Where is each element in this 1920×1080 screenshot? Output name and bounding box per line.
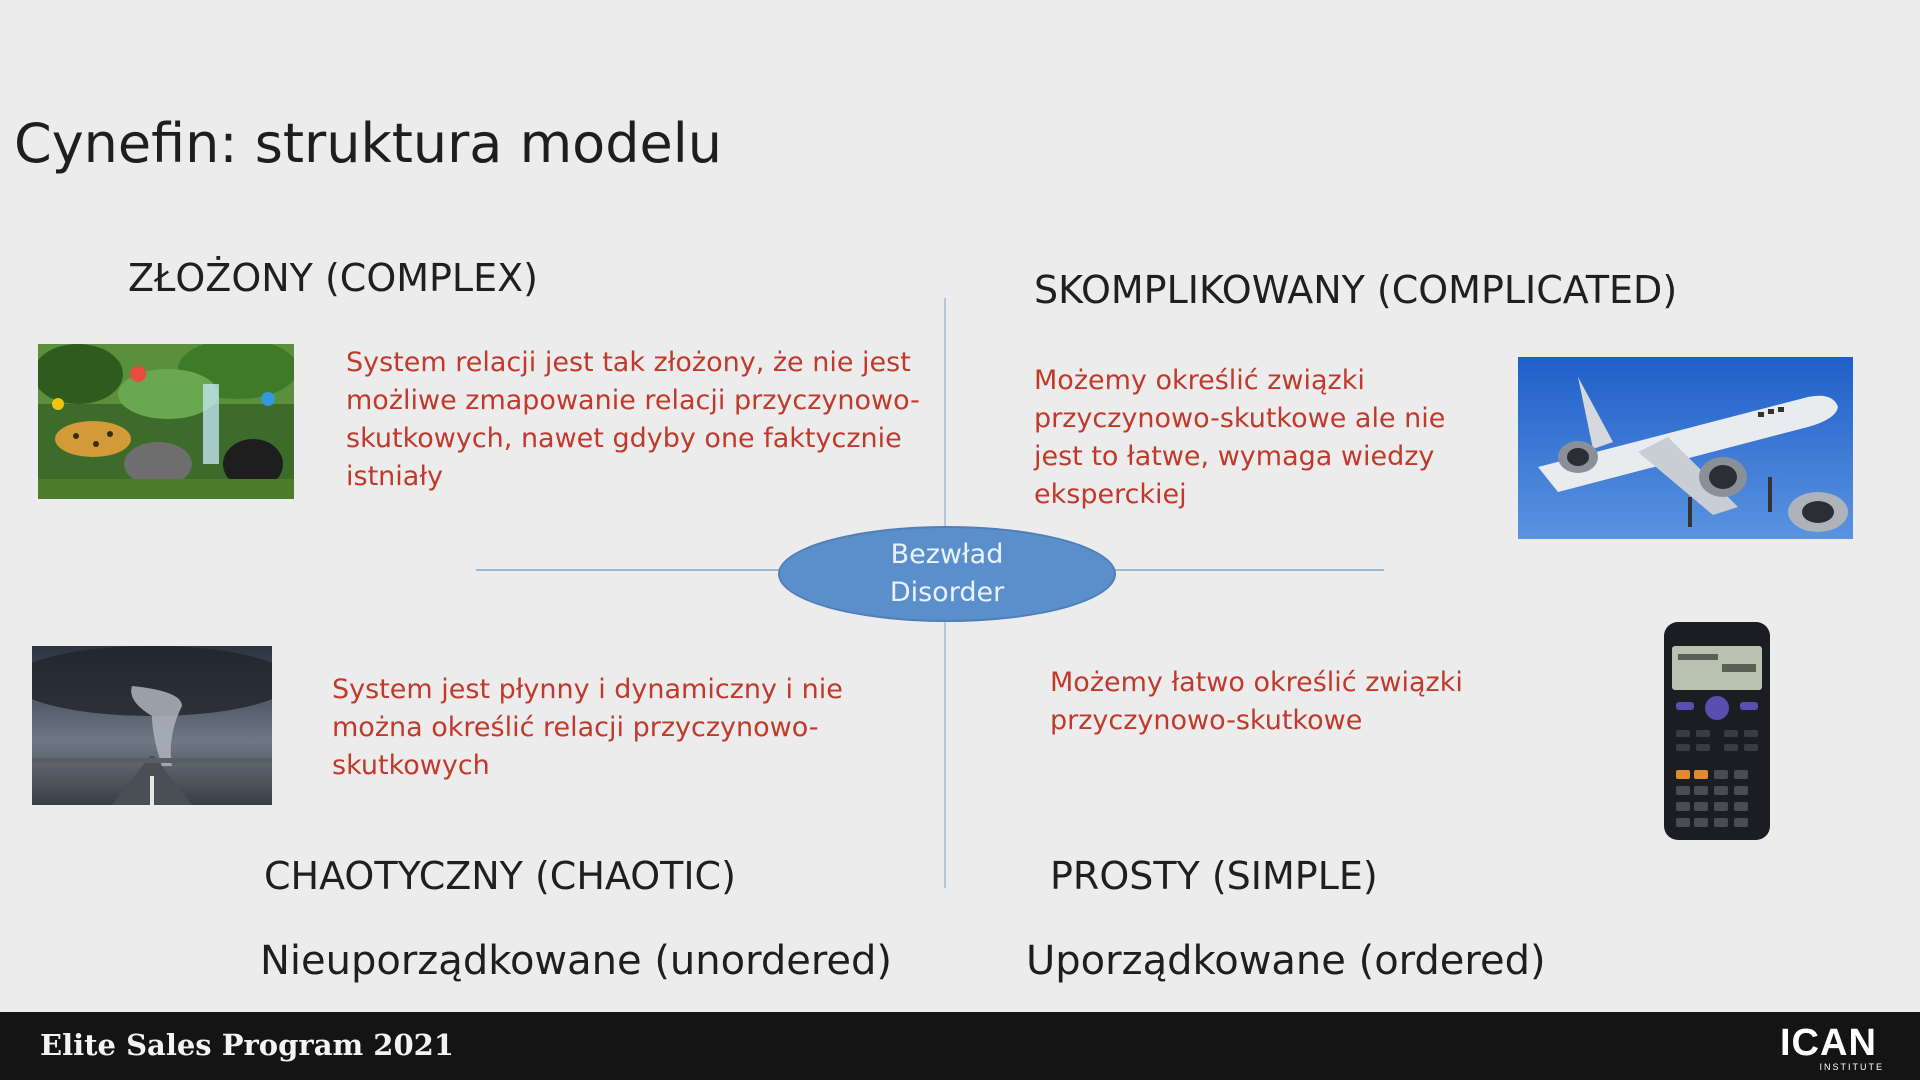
ordered-label: Uporządkowane (ordered): [1026, 938, 1546, 984]
jungle-animals-illustration: [38, 344, 294, 499]
complicated-line: Możemy określić związki: [1034, 365, 1365, 396]
logo-subtext: INSTITUTE: [1819, 1062, 1884, 1072]
complex-line: System relacji jest tak złożony, że nie …: [346, 347, 911, 378]
complicated-line: jest to łatwe, wymaga wiedzy: [1034, 441, 1435, 472]
simple-line: przyczynowo-skutkowe: [1050, 705, 1363, 736]
slide-title: Cynefin: struktura modelu: [14, 112, 722, 175]
horizontal-axis-right: [1110, 569, 1384, 571]
airplane-photo: [1518, 357, 1853, 539]
simple-heading: PROSTY (SIMPLE): [1050, 854, 1378, 898]
complicated-description: Możemy określić związki przyczynowo-skut…: [1034, 362, 1514, 514]
unordered-label: Nieuporządkowane (unordered): [260, 938, 893, 984]
chaotic-line: można określić relacji przyczynowo-: [332, 712, 819, 743]
disorder-ellipse: Bezwład Disorder: [778, 526, 1116, 622]
complicated-heading: SKOMPLIKOWANY (COMPLICATED): [1034, 268, 1678, 312]
complex-description: System relacji jest tak złożony, że nie …: [346, 344, 926, 496]
complicated-line: eksperckiej: [1034, 479, 1187, 510]
ican-logo: ICAN INSTITUTE: [1780, 1024, 1884, 1072]
complex-line: możliwe zmapowanie relacji przyczynowo-: [346, 385, 920, 416]
slide: Cynefin: struktura modelu ZŁOŻONY (COMPL…: [14, 112, 1853, 984]
complex-line: skutkowych, nawet gdyby one faktycznie: [346, 423, 902, 454]
footer-bar: Elite Sales Program 2021 ICAN INSTITUTE: [0, 1012, 1920, 1080]
calculator-photo: [1662, 620, 1772, 842]
horizontal-axis-left: [476, 569, 780, 571]
disorder-label-polish: Bezwład: [890, 539, 1004, 570]
chaotic-line: skutkowych: [332, 750, 490, 781]
complex-line: istniały: [346, 461, 443, 492]
chaotic-description: System jest płynny i dynamiczny i nie mo…: [332, 671, 892, 785]
tornado-photo: [32, 646, 272, 805]
complex-heading: ZŁOŻONY (COMPLEX): [128, 256, 538, 300]
disorder-label-english: Disorder: [889, 577, 1005, 608]
program-name: Elite Sales Program 2021: [40, 1028, 454, 1062]
chaotic-heading: CHAOTYCZNY (CHAOTIC): [264, 854, 736, 898]
simple-line: Możemy łatwo określić związki: [1050, 667, 1463, 698]
complicated-line: przyczynowo-skutkowe ale nie: [1034, 403, 1446, 434]
chaotic-line: System jest płynny i dynamiczny i nie: [332, 674, 843, 705]
simple-description: Możemy łatwo określić związki przyczynow…: [1050, 664, 1490, 740]
logo-text: ICAN: [1780, 1022, 1877, 1064]
